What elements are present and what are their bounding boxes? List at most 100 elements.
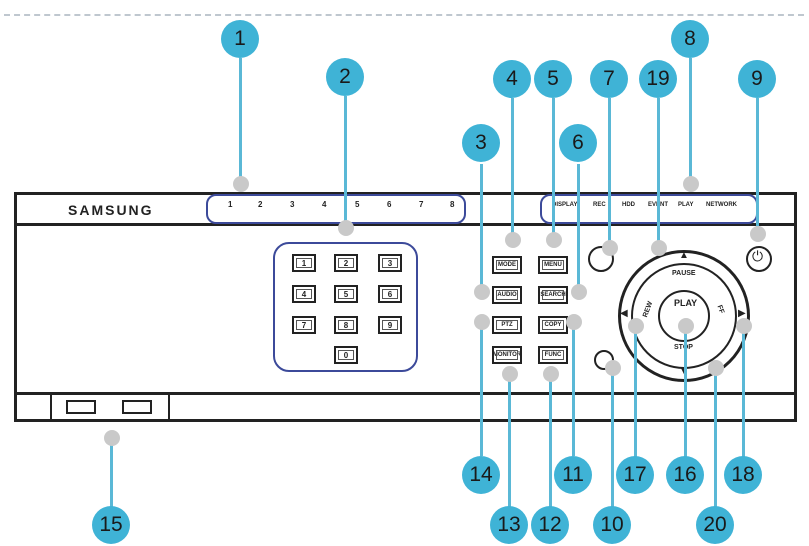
- callout-9: 9: [738, 60, 776, 98]
- leader-12: [549, 374, 552, 510]
- callout-19: 19: [639, 60, 677, 98]
- leader-15: [110, 438, 113, 512]
- leader-dot-15: [104, 430, 120, 446]
- leader-11: [572, 322, 575, 456]
- leader-13: [508, 374, 511, 510]
- leader-4: [511, 98, 514, 238]
- arrow-up-icon: ▲: [679, 250, 689, 261]
- arrow-left-icon: ◀: [620, 308, 628, 319]
- callout-8: 8: [671, 20, 709, 58]
- leader-dot-18: [736, 318, 752, 334]
- status-led-rec: REC: [593, 202, 606, 208]
- jog-label-stop: STOP: [674, 344, 693, 351]
- callout-14: 14: [462, 456, 500, 494]
- leader-3: [480, 164, 483, 292]
- key-0[interactable]: 0: [334, 346, 358, 364]
- leader-16: [684, 326, 687, 460]
- monitor-button[interactable]: MONITOR: [492, 346, 522, 364]
- channel-led-3: 3: [290, 200, 295, 209]
- menu-button[interactable]: MENU: [538, 256, 568, 274]
- key-7[interactable]: 7: [292, 316, 316, 334]
- leader-8: [689, 58, 692, 184]
- channel-led-4: 4: [322, 200, 327, 209]
- key-9[interactable]: 9: [378, 316, 402, 334]
- callout-11: 11: [554, 456, 592, 494]
- leader-dot-10: [605, 360, 621, 376]
- callout-2: 2: [326, 58, 364, 96]
- power-button[interactable]: [746, 246, 772, 272]
- callout-10: 10: [593, 506, 631, 544]
- func-button[interactable]: FUNC: [538, 346, 568, 364]
- leader-dot-3: [474, 284, 490, 300]
- leader-2: [344, 96, 347, 224]
- key-3[interactable]: 3: [378, 254, 402, 272]
- key-4[interactable]: 4: [292, 285, 316, 303]
- channel-led-1: 1: [228, 200, 233, 209]
- arrow-right-icon: ▶: [738, 308, 746, 319]
- leader-18: [742, 326, 745, 460]
- leader-dot-7: [602, 240, 618, 256]
- status-led-play: PLAY: [678, 202, 694, 208]
- audio-button[interactable]: AUDIO: [492, 286, 522, 304]
- power-icon: ⏻: [752, 248, 764, 264]
- leader-dot-5: [546, 232, 562, 248]
- arrow-down-icon: ▼: [679, 366, 689, 377]
- channel-led-5: 5: [355, 200, 360, 209]
- channel-led-6: 6: [387, 200, 392, 209]
- callout-13: 13: [490, 506, 528, 544]
- device-bottom-strip: [14, 392, 797, 395]
- key-5[interactable]: 5: [334, 285, 358, 303]
- leader-dot-4: [505, 232, 521, 248]
- leader-9: [756, 98, 759, 234]
- channel-led-frame: [206, 194, 466, 224]
- channel-led-8: 8: [450, 200, 455, 209]
- leader-7: [608, 98, 611, 246]
- leader-dot-11: [566, 314, 582, 330]
- leader-14: [480, 322, 483, 456]
- key-6[interactable]: 6: [378, 285, 402, 303]
- key-2[interactable]: 2: [334, 254, 358, 272]
- leader-dot-12: [543, 366, 559, 382]
- copy-button[interactable]: COPY: [538, 316, 568, 334]
- status-led-network: NETWORK: [706, 202, 737, 208]
- leader-1: [239, 58, 242, 186]
- callout-6: 6: [559, 124, 597, 162]
- jog-label-pause: PAUSE: [672, 270, 696, 277]
- search-button[interactable]: SEARCH: [538, 286, 568, 304]
- leader-10: [611, 368, 614, 508]
- key-1[interactable]: 1: [292, 254, 316, 272]
- usb-port-2[interactable]: [122, 400, 152, 414]
- key-8[interactable]: 8: [334, 316, 358, 334]
- channel-led-2: 2: [258, 200, 263, 209]
- callout-12: 12: [531, 506, 569, 544]
- channel-led-7: 7: [419, 200, 424, 209]
- leader-dot-17: [628, 318, 644, 334]
- usb-port-1[interactable]: [66, 400, 96, 414]
- leader-6: [577, 164, 580, 292]
- leader-dot-6: [571, 284, 587, 300]
- callout-20: 20: [696, 506, 734, 544]
- callout-16: 16: [666, 456, 704, 494]
- callout-5: 5: [534, 60, 572, 98]
- usb-slot-frame: [50, 394, 170, 422]
- mode-button[interactable]: MODE: [492, 256, 522, 274]
- status-led-hdd: HDD: [622, 202, 635, 208]
- leader-19: [657, 98, 660, 246]
- leader-dot-16: [678, 318, 694, 334]
- ptz-button[interactable]: PTZ: [492, 316, 522, 334]
- status-led-display: DISPLAY: [552, 202, 578, 208]
- leader-dot-1: [233, 176, 249, 192]
- callout-17: 17: [616, 456, 654, 494]
- callout-7: 7: [590, 60, 628, 98]
- leader-dot-20: [708, 360, 724, 376]
- leader-dot-8: [683, 176, 699, 192]
- device-top-strip: [14, 192, 797, 226]
- leader-dot-2: [338, 220, 354, 236]
- number-keypad-frame: [273, 242, 418, 372]
- callout-1: 1: [221, 20, 259, 58]
- callout-4: 4: [493, 60, 531, 98]
- leader-dot-13: [502, 366, 518, 382]
- jog-label-play: PLAY: [674, 298, 698, 308]
- status-led-frame: [540, 194, 758, 224]
